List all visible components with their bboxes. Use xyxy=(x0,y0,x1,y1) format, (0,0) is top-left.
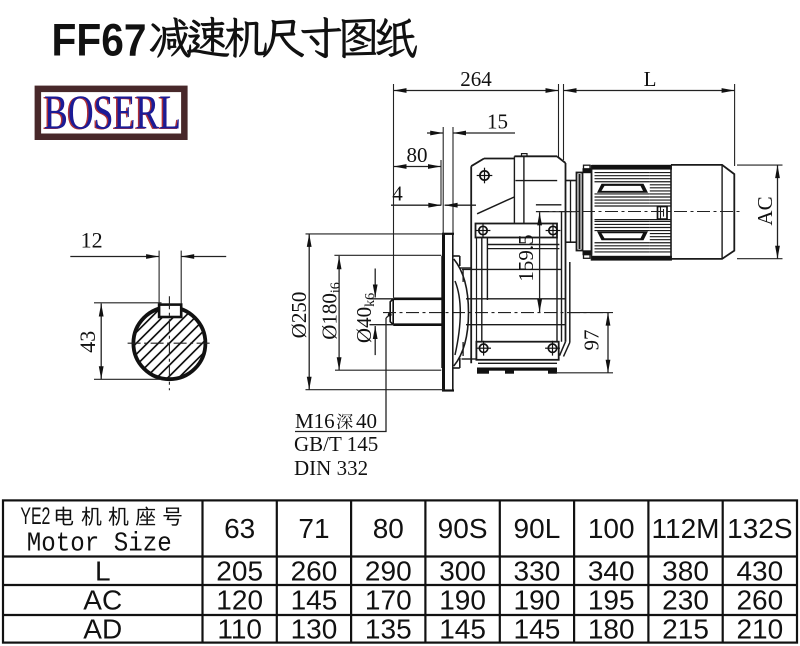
svg-text:135: 135 xyxy=(365,613,412,644)
svg-text:Motor Size: Motor Size xyxy=(27,530,172,560)
svg-text:110: 110 xyxy=(217,613,262,644)
svg-text:120: 120 xyxy=(216,585,263,616)
svg-text:230: 230 xyxy=(662,585,709,616)
svg-text:210: 210 xyxy=(736,613,783,644)
svg-text:YE2: YE2 xyxy=(20,503,50,530)
svg-text:290: 290 xyxy=(365,555,412,586)
svg-text:132S: 132S xyxy=(727,513,792,544)
svg-text:100: 100 xyxy=(588,513,635,544)
svg-text:Ø250: Ø250 xyxy=(287,292,311,339)
svg-text:190: 190 xyxy=(514,585,561,616)
svg-text:260: 260 xyxy=(291,555,338,586)
svg-text:195: 195 xyxy=(588,585,635,616)
svg-text:4: 4 xyxy=(392,182,403,206)
svg-text:AC: AC xyxy=(83,585,122,616)
svg-text:71: 71 xyxy=(298,513,329,544)
svg-text:Ø40k6: Ø40k6 xyxy=(352,293,378,343)
svg-text:AC: AC xyxy=(753,196,777,225)
svg-text:145: 145 xyxy=(514,613,561,644)
svg-text:264: 264 xyxy=(460,67,492,91)
svg-text:43: 43 xyxy=(75,331,100,353)
svg-text:15: 15 xyxy=(487,110,508,134)
svg-text:80: 80 xyxy=(407,143,428,167)
svg-text:97: 97 xyxy=(580,330,604,351)
svg-text:112M: 112M xyxy=(652,513,720,544)
svg-text:430: 430 xyxy=(736,555,783,586)
svg-text:205: 205 xyxy=(216,555,263,586)
svg-text:80: 80 xyxy=(373,513,404,544)
svg-text:90L: 90L xyxy=(514,513,561,544)
svg-text:180: 180 xyxy=(588,613,635,644)
svg-text:40: 40 xyxy=(356,409,377,433)
svg-text:12: 12 xyxy=(81,228,103,253)
svg-text:145: 145 xyxy=(291,585,338,616)
svg-text:170: 170 xyxy=(365,585,412,616)
svg-text:340: 340 xyxy=(588,555,635,586)
svg-text:330: 330 xyxy=(514,555,561,586)
svg-text:GB/T 145: GB/T 145 xyxy=(294,432,378,456)
svg-text:M16: M16 xyxy=(295,409,335,433)
svg-text:90S: 90S xyxy=(438,513,488,544)
svg-text:380: 380 xyxy=(662,555,709,586)
svg-text:AD: AD xyxy=(83,613,122,644)
svg-text:300: 300 xyxy=(439,555,486,586)
svg-text:BOSERL: BOSERL xyxy=(43,85,180,140)
svg-text:159.5: 159.5 xyxy=(514,234,538,281)
svg-text:L: L xyxy=(95,555,111,586)
svg-text:215: 215 xyxy=(662,613,709,644)
svg-text:BOSERL: BOSERL xyxy=(44,85,181,140)
svg-text:260: 260 xyxy=(736,585,783,616)
svg-text:130: 130 xyxy=(291,613,338,644)
svg-text:145: 145 xyxy=(439,613,486,644)
svg-text:63: 63 xyxy=(224,513,255,544)
svg-text:190: 190 xyxy=(439,585,486,616)
svg-text:L: L xyxy=(644,67,657,91)
svg-text:FF67: FF67 xyxy=(52,15,147,66)
svg-text:DIN 332: DIN 332 xyxy=(294,456,368,480)
svg-text:Ø180i6: Ø180i6 xyxy=(318,282,344,340)
